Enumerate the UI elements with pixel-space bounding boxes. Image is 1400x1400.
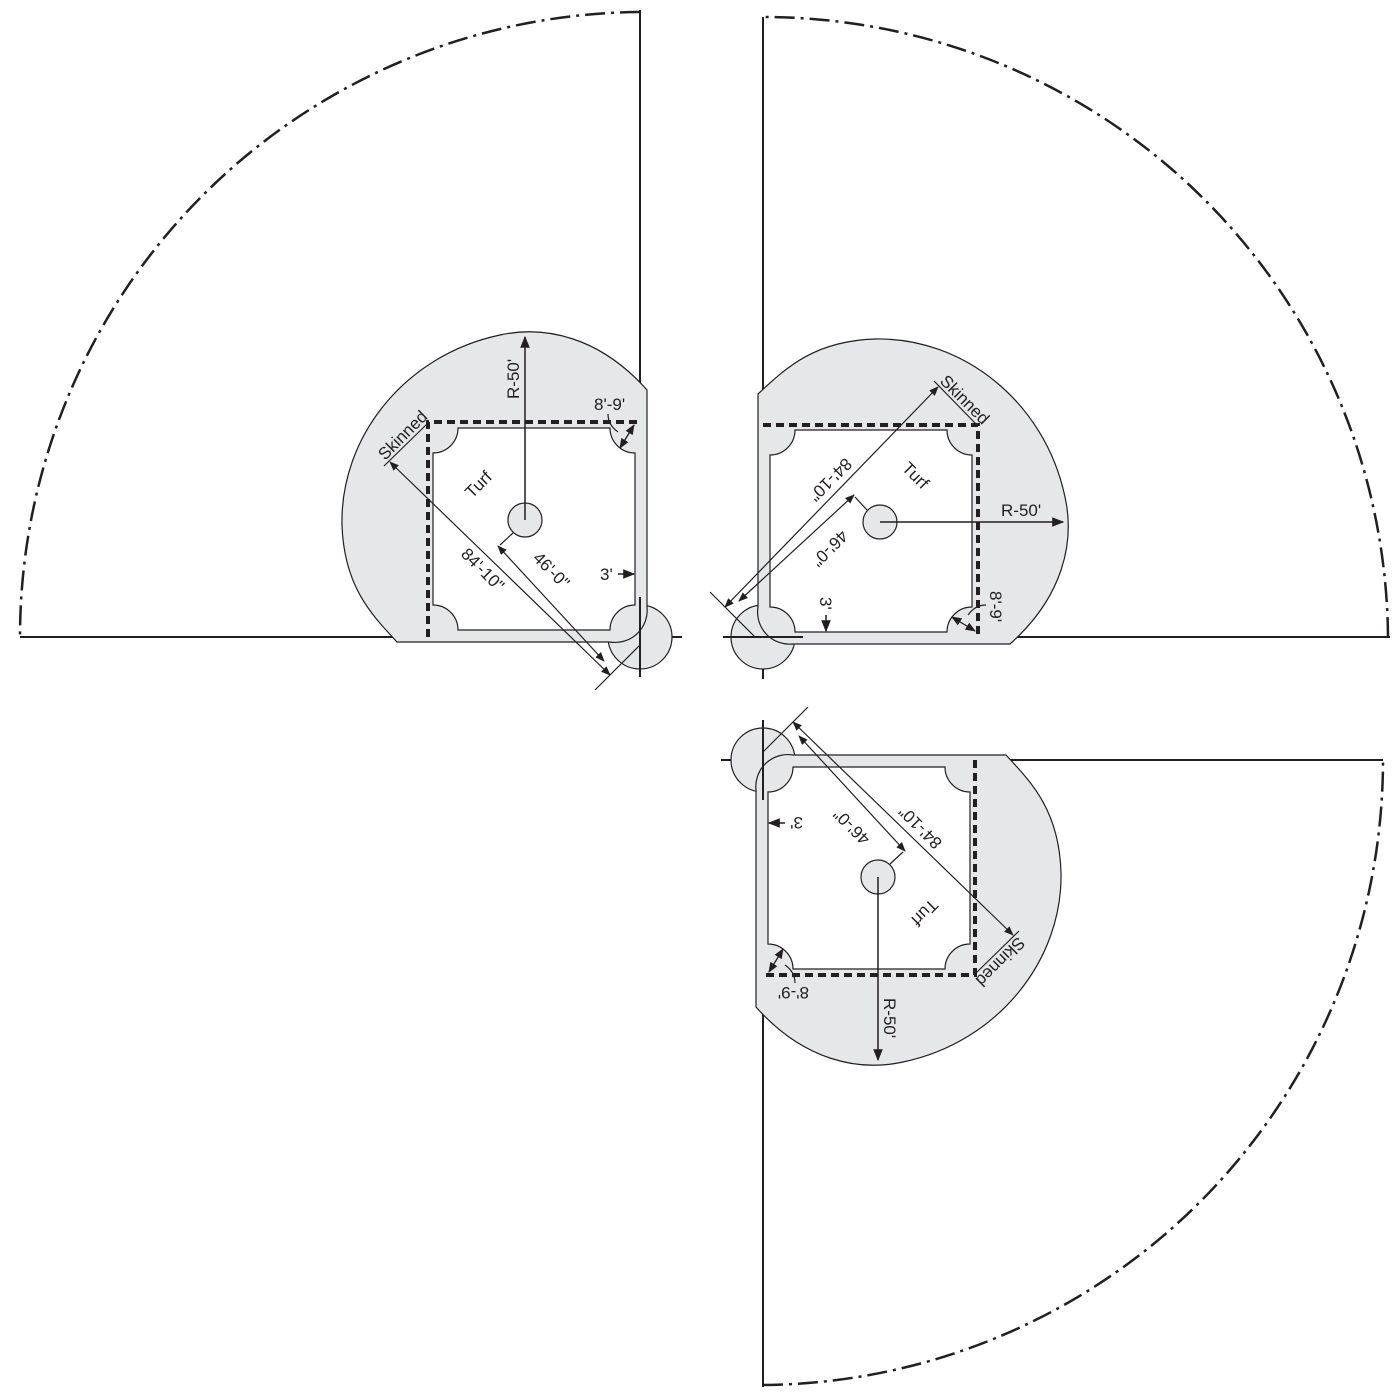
label-corner: 8'-9'	[986, 591, 1005, 622]
label-corner: 8'-9'	[778, 983, 809, 1002]
label-radius: R-50'	[1001, 501, 1041, 520]
field-top-right: Skinned Turf R-50' 84'-10" 46'-0" 3' 8'-…	[710, 17, 1390, 679]
label-radius: R-50'	[880, 998, 899, 1038]
label-radius: R-50'	[504, 359, 523, 399]
label-offset: 3'	[816, 597, 835, 610]
label-corner: 8'-9'	[594, 395, 625, 414]
label-offset: 3'	[790, 813, 803, 832]
label-offset: 3'	[600, 565, 613, 584]
field-top-left: Skinned Turf R-50' 84'-10" 46'-0" 3' 8'-…	[20, 10, 682, 690]
field-bottom-right: Skinned Turf R-50' 84'-10" 46'-0" 3' 8'-…	[721, 707, 1383, 1387]
